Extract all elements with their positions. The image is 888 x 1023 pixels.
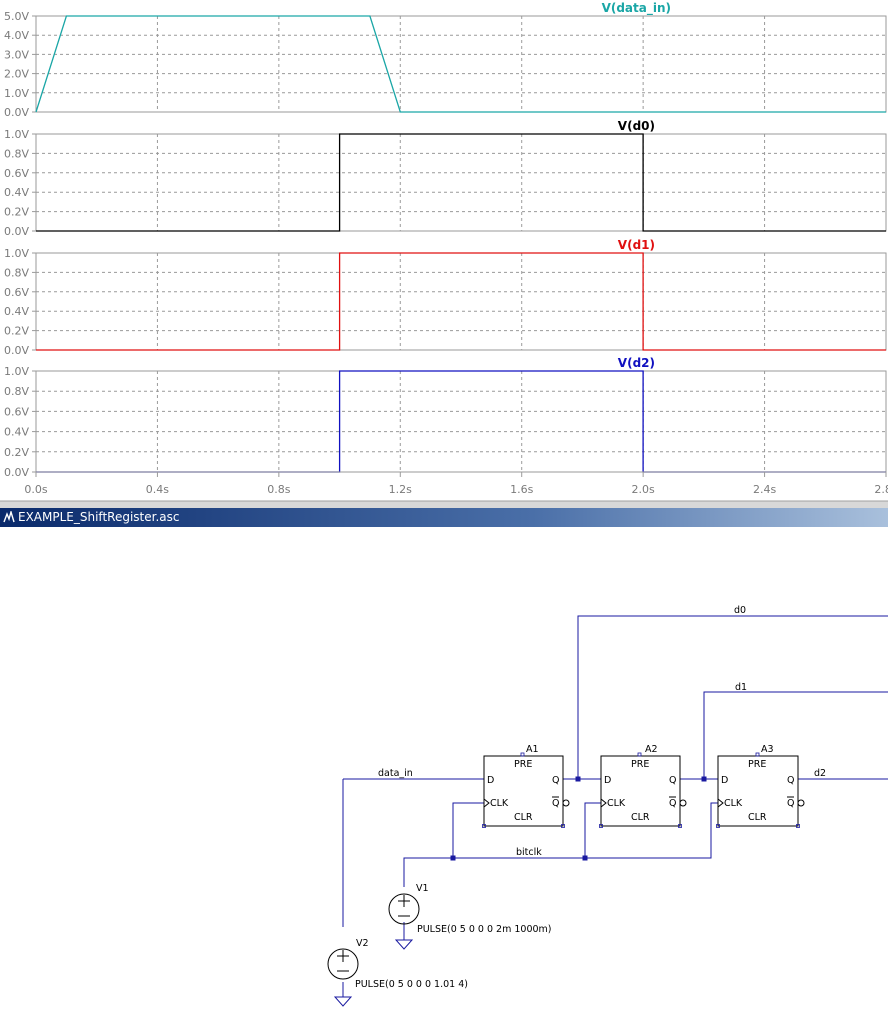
y-tick-label: 0.2V — [4, 325, 29, 338]
y-tick-label: 0.8V — [4, 147, 29, 160]
x-tick-label: 0.8s — [267, 483, 290, 496]
plot-pane-frame[interactable] — [35, 370, 887, 473]
schematic-title-bar[interactable]: EXAMPLE_ShiftRegister.asc — [0, 508, 888, 527]
pin-pre: PRE — [748, 759, 766, 770]
voltage-source-v2[interactable]: V2 PULSE(0 5 0 0 0 1.01 4) — [327, 938, 468, 990]
net-label-d0: d0 — [734, 605, 746, 616]
junction-dot — [450, 855, 456, 861]
y-tick-label: 2.0V — [4, 68, 29, 81]
trace-label[interactable]: V(d0) — [618, 119, 655, 133]
source-ref: V2 — [356, 938, 369, 949]
pin-clk: CLK — [724, 798, 743, 809]
y-tick-label: 0.4V — [4, 305, 29, 318]
net-label-data-in: data_in — [378, 768, 413, 779]
x-tick-label: 0.4s — [146, 483, 169, 496]
pin-d: D — [721, 775, 728, 786]
x-tick-label: 1.2s — [389, 483, 412, 496]
wire-d0[interactable] — [563, 615, 888, 780]
pin-pre: PRE — [514, 759, 532, 770]
source-ref: V1 — [416, 883, 429, 894]
net-label-bitclk: bitclk — [516, 847, 542, 858]
pin-clr: CLR — [631, 812, 650, 823]
net-label-d2: d2 — [814, 768, 826, 779]
waveform-plot[interactable]: 5.0V 4.0V 3.0V 2.0V 1.0V 0.0V V(data_in) 1.0V 0.… — [0, 0, 888, 508]
flipflop-ref: A3 — [761, 744, 774, 755]
pane-splitter[interactable] — [0, 501, 888, 508]
ltspice-schematic-icon — [3, 511, 15, 523]
pin-qbar: Q — [669, 798, 676, 809]
x-tick-label: 0.0s — [24, 483, 47, 496]
source-value: PULSE(0 5 0 0 0 2m 1000m) — [417, 924, 552, 935]
x-tick-label: 1.6s — [510, 483, 533, 496]
pin-qbar: Q — [787, 798, 794, 809]
trace-v-data-in-[interactable] — [35, 15, 886, 113]
y-tick-label: 0.8V — [4, 385, 29, 398]
x-tick-label: 2.0s — [632, 483, 655, 496]
y-tick-label: 0.4V — [4, 426, 29, 439]
y-tick-label: 0.2V — [4, 206, 29, 219]
flipflop-a2[interactable]: A2 PRE D Q Q CLK CLR — [599, 744, 687, 828]
wire-data-in[interactable] — [342, 778, 484, 927]
junction-dot — [701, 776, 707, 782]
voltage-source-v1[interactable]: V1 PULSE(0 5 0 0 0 2m 1000m) — [388, 883, 552, 935]
y-tick-label: 0.6V — [4, 167, 29, 180]
source-value: PULSE(0 5 0 0 0 1.01 4) — [355, 979, 468, 990]
pin-q: Q — [669, 775, 676, 786]
y-tick-label: 0.0V — [4, 344, 29, 357]
x-tick-label: 2.4s — [753, 483, 776, 496]
pin-clr: CLR — [748, 812, 767, 823]
pin-clk: CLK — [607, 798, 626, 809]
pin-q: Q — [552, 775, 559, 786]
window-title: EXAMPLE_ShiftRegister.asc — [18, 510, 180, 524]
y-tick-label: 1.0V — [4, 87, 29, 100]
flipflop-a3[interactable]: A3 PRE D Q Q CLK CLR — [716, 744, 805, 828]
ground-icon — [333, 996, 353, 1007]
trace-label[interactable]: V(data_in) — [602, 1, 671, 16]
pin-pre: PRE — [631, 759, 649, 770]
flipflop-a1[interactable]: A1 PRE D Q Q CLK CLR — [482, 744, 570, 828]
x-tick-label: 2.8s — [874, 483, 888, 496]
y-tick-label: 1.0V — [4, 365, 29, 378]
y-tick-label: 4.0V — [4, 29, 29, 42]
wire-bitclk[interactable] — [403, 802, 718, 887]
wires — [342, 615, 888, 997]
pin-q: Q — [787, 775, 794, 786]
y-tick-label: 0.8V — [4, 266, 29, 279]
junctions — [450, 776, 707, 861]
y-tick-label: 0.6V — [4, 405, 29, 418]
pin-qbar: Q — [552, 798, 559, 809]
plot-pane-frame[interactable] — [35, 15, 887, 113]
trace-v-d2-[interactable] — [36, 370, 886, 473]
pin-d: D — [487, 775, 494, 786]
y-tick-label: 0.6V — [4, 286, 29, 299]
flipflop-ref: A2 — [645, 744, 658, 755]
pin-clk: CLK — [490, 798, 509, 809]
y-tick-label: 0.0V — [4, 466, 29, 479]
net-label-d1: d1 — [735, 682, 747, 693]
y-tick-label: 5.0V — [4, 10, 29, 23]
y-tick-label: 1.0V — [4, 247, 29, 260]
trace-label[interactable]: V(d2) — [618, 356, 655, 370]
y-tick-label: 1.0V — [4, 128, 29, 141]
pin-d: D — [604, 775, 611, 786]
y-tick-label: 0.2V — [4, 446, 29, 459]
y-tick-label: 3.0V — [4, 48, 29, 61]
trace-label[interactable]: V(d1) — [618, 238, 655, 252]
ground-icon — [394, 939, 414, 950]
trace-v-d0-[interactable] — [36, 133, 886, 232]
y-tick-label: 0.0V — [4, 106, 29, 119]
pin-clr: CLR — [514, 812, 533, 823]
junction-dot — [582, 855, 588, 861]
trace-v-d1-[interactable] — [36, 252, 886, 351]
y-tick-label: 0.4V — [4, 186, 29, 199]
plot-pane-frame[interactable] — [35, 252, 887, 351]
schematic-canvas[interactable]: data_in d0 d1 d2 bitclk A1 PRE D Q Q CLK… — [0, 527, 888, 1023]
plot-pane-frame[interactable] — [35, 133, 887, 232]
junction-dot — [575, 776, 581, 782]
flipflop-ref: A1 — [526, 744, 539, 755]
y-tick-label: 0.0V — [4, 225, 29, 238]
wire-d1[interactable] — [680, 691, 888, 780]
